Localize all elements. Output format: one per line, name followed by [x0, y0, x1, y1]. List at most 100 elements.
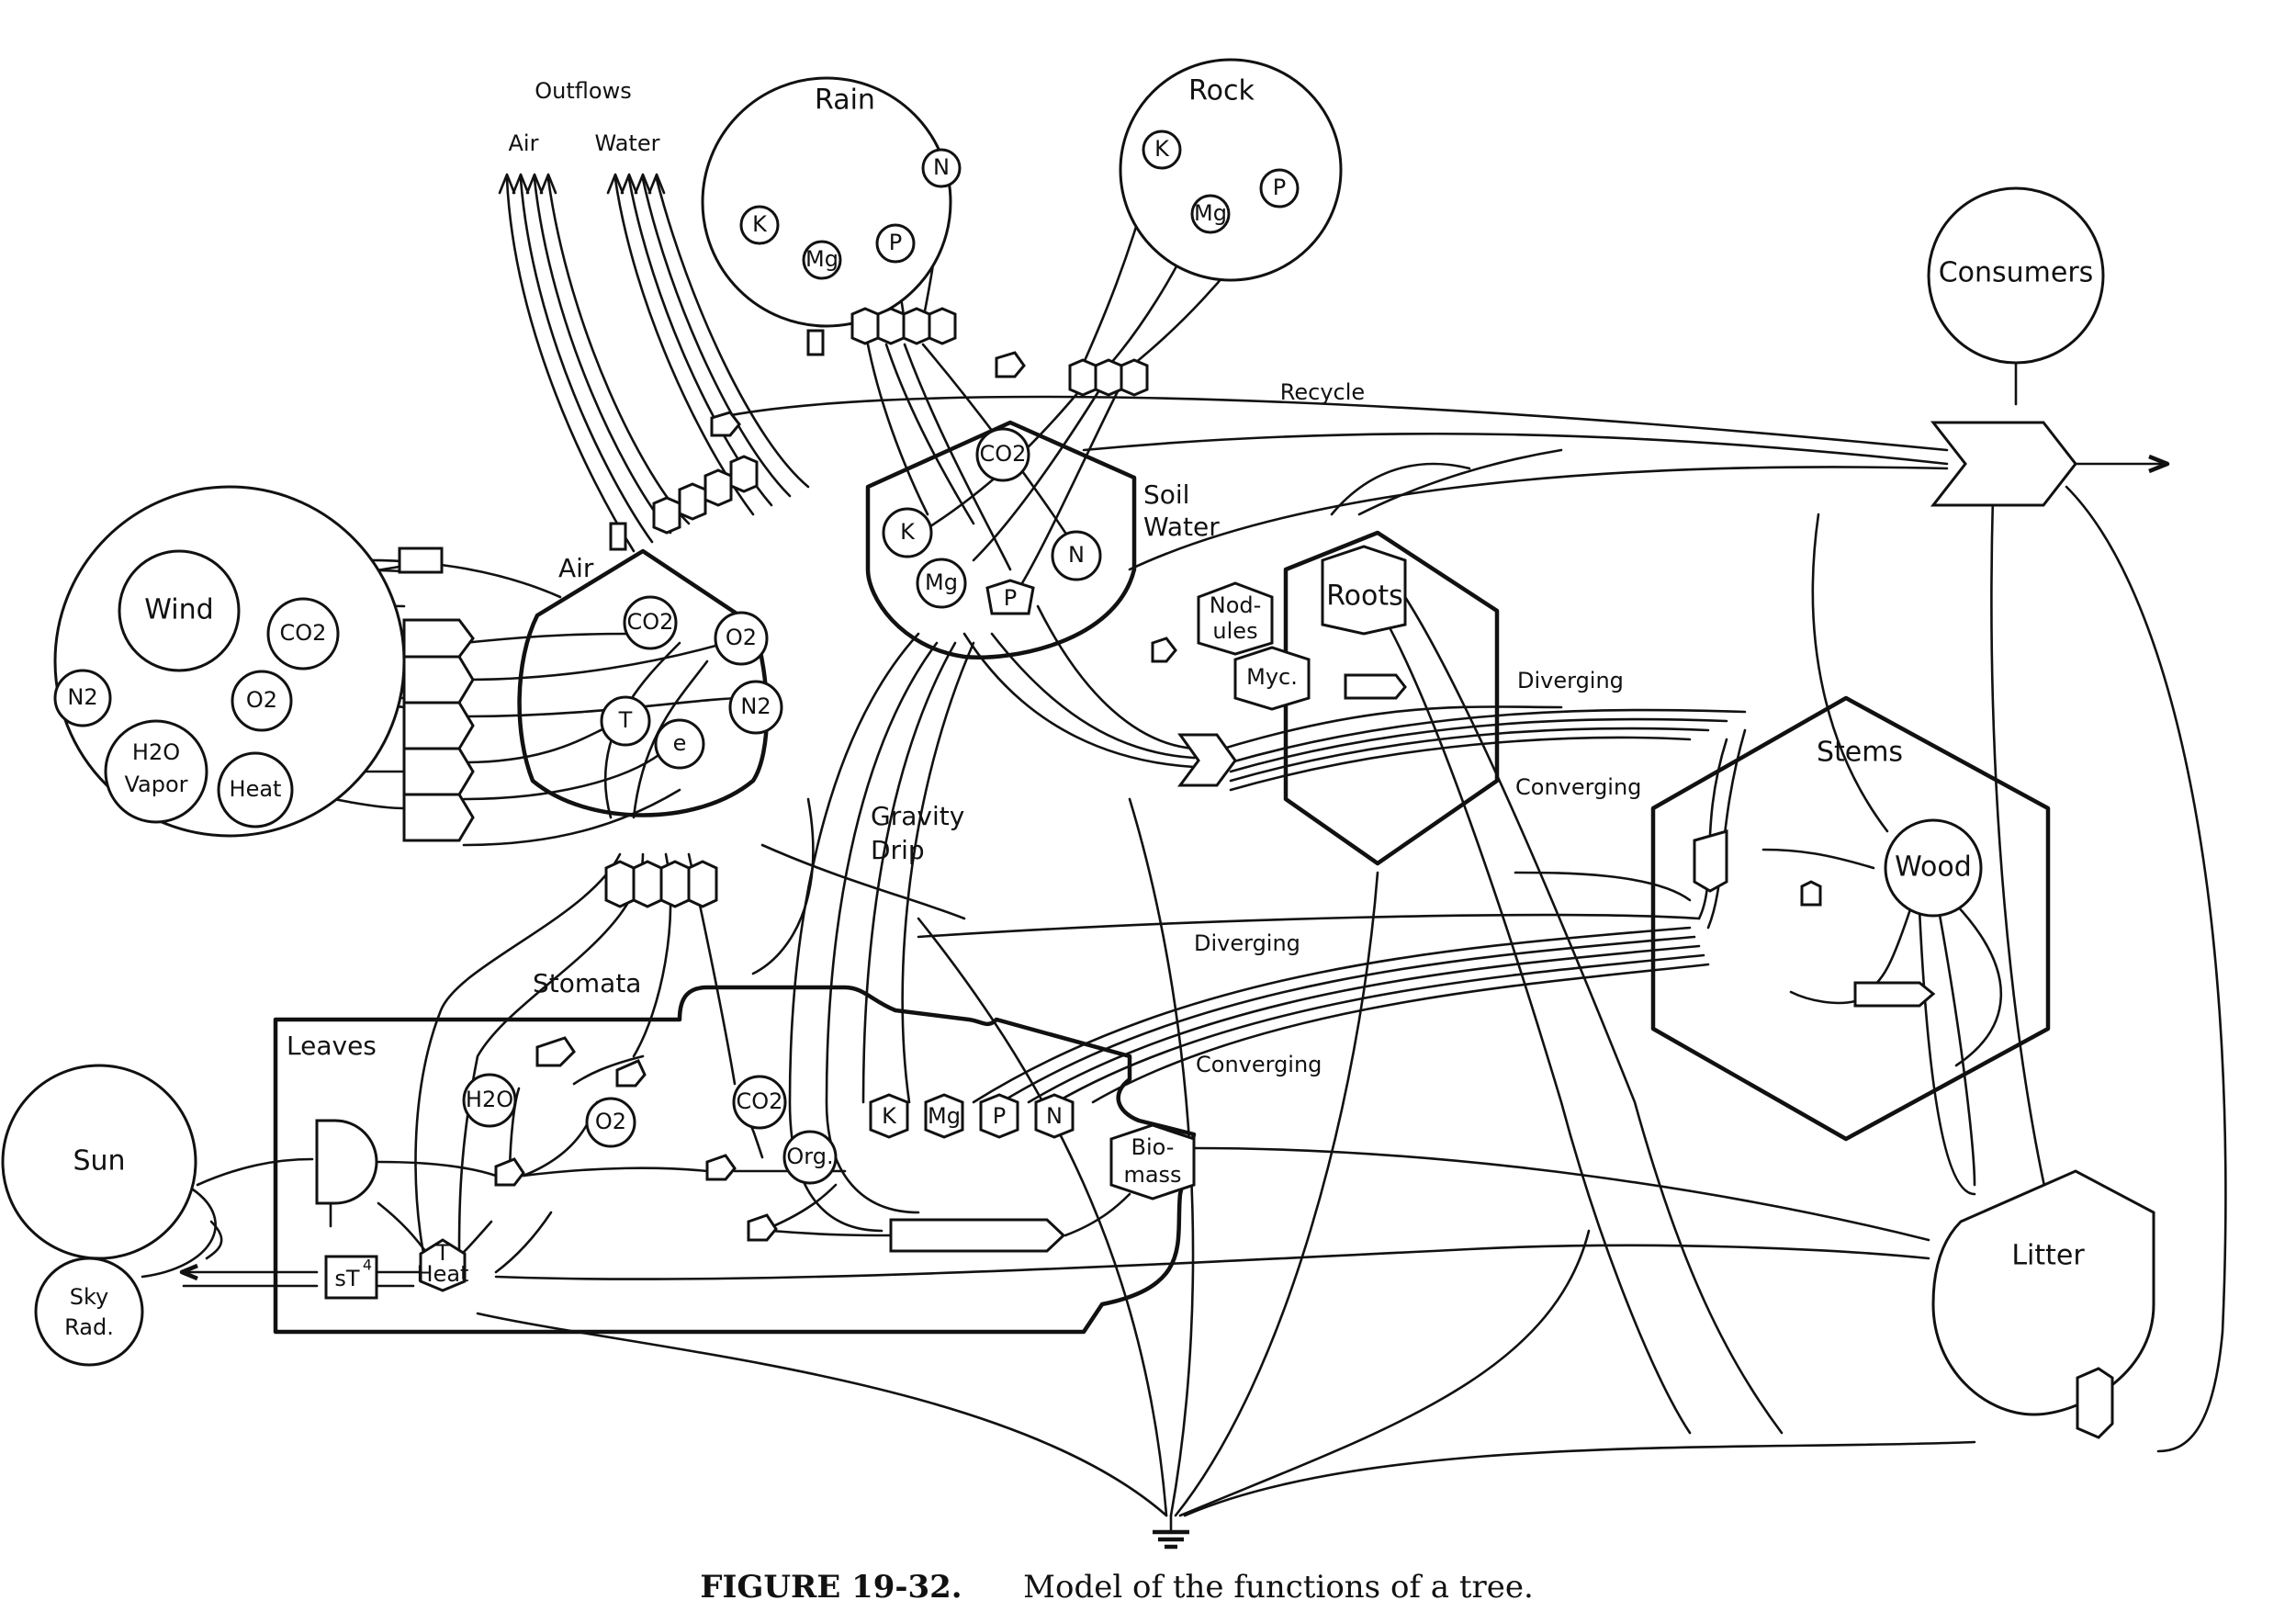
- rock-k-label: K: [1154, 136, 1170, 162]
- atm-gate-2: [402, 655, 475, 704]
- leaves-label: Leaves: [287, 1031, 377, 1061]
- rock-p-label: P: [1273, 175, 1286, 200]
- leaves-heat-t: T: [435, 1240, 450, 1266]
- atm-wind-gate: [398, 547, 444, 574]
- stomata-gates: [604, 860, 718, 908]
- atm-gate-4: [402, 747, 475, 796]
- leaves-heat-label: Heat: [417, 1261, 469, 1287]
- rain-k-label: K: [752, 211, 768, 237]
- outflows-water-label: Water: [595, 130, 660, 156]
- nodule-gate: [1151, 637, 1177, 663]
- gravity-label: Gravity: [871, 801, 964, 831]
- atm-co2-label: CO2: [280, 620, 327, 646]
- recycle-label: Recycle: [1280, 379, 1365, 405]
- st4-exponent: 4: [363, 1257, 372, 1274]
- leaves-mg-label: Mg: [928, 1103, 961, 1129]
- soil-co2-gate: [995, 351, 1026, 378]
- nodules-label-2: ules: [1212, 618, 1257, 644]
- nutrient-uptake-gate: [889, 1218, 1066, 1253]
- leaves-gate-1: [494, 1157, 525, 1187]
- consumers-label: Consumers: [1939, 257, 2094, 289]
- stems-gate-2: [1800, 880, 1822, 907]
- leaves-gate-5: [615, 1059, 647, 1088]
- rain-gate-2: [876, 307, 906, 345]
- air-outflow-gate-3: [703, 468, 733, 507]
- rock-gate-2: [1094, 358, 1123, 397]
- leaves-k-label: K: [882, 1103, 897, 1129]
- rain-n-label: N: [933, 154, 950, 180]
- wind-label: Wind: [144, 594, 213, 626]
- rain-label: Rain: [815, 85, 875, 117]
- air-outflow-gate-1: [652, 496, 681, 535]
- rain-source: Rain K Mg P N: [701, 76, 962, 328]
- soil-mg-label: Mg: [925, 569, 958, 595]
- air-co2-label: CO2: [627, 609, 674, 635]
- air-co2-circle: [623, 595, 678, 650]
- leaves-compartment: Leaves H2O O2 CO2 Org. K Mg P N Bio- mas…: [273, 985, 1197, 1335]
- soil-k-circle: [882, 507, 933, 558]
- rock-mg-label: Mg: [1194, 200, 1227, 226]
- rain-gates: [806, 307, 957, 356]
- roots-label: Roots: [1326, 580, 1403, 613]
- rock-circle: [1119, 58, 1343, 282]
- rain-mg-label: Mg: [805, 246, 838, 272]
- stomata-gate-2: [632, 860, 663, 908]
- biomass-label-2: mass: [1123, 1162, 1181, 1188]
- h2o-label: H2O: [132, 739, 180, 765]
- stomata-gate-1: [604, 860, 636, 908]
- leaves-mg-tank: [924, 1093, 964, 1139]
- soil-k-label: K: [900, 519, 916, 545]
- outflows-air-label: Air: [509, 130, 539, 156]
- stomata-gate-3: [659, 860, 691, 908]
- diverging-label-2: Diverging: [1194, 930, 1300, 956]
- atm-o2-label: O2: [246, 687, 277, 713]
- air-outflow-gate-2: [678, 482, 707, 521]
- leaves-org-circle: [782, 1130, 838, 1185]
- rock-p-circle: [1259, 168, 1300, 209]
- leaves-gate-4: [535, 1036, 576, 1067]
- litter-compartment: Litter: [1931, 1169, 2155, 1439]
- air-gate-box: [609, 522, 627, 551]
- leaves-p-label: P: [993, 1103, 1006, 1129]
- consumers-gate: [1930, 421, 2077, 507]
- consumers-circle: [1927, 186, 2105, 365]
- caption-figure-number: FIGURE 19-32.: [700, 1569, 962, 1606]
- soil-p-label: P: [1004, 585, 1017, 611]
- air-n2-circle: [728, 680, 783, 735]
- roots-tank: [1321, 545, 1407, 636]
- soil-p-box: [985, 579, 1035, 615]
- consumers-source: Consumers: [1927, 186, 2105, 507]
- rad-label: Rad.: [64, 1314, 114, 1340]
- rock-mg-circle: [1190, 194, 1231, 234]
- air-outflow-gates: [609, 411, 759, 551]
- leaves-heat-tank: [419, 1238, 467, 1292]
- leaves-gate-2: [705, 1154, 737, 1181]
- drip-label: Drip: [871, 835, 925, 865]
- stems-gate-1: [1693, 829, 1728, 893]
- myc-tank: [1233, 646, 1311, 711]
- rain-p-circle: [875, 223, 916, 264]
- rain-mg-circle: [802, 240, 842, 280]
- atm-o2-circle: [231, 670, 293, 732]
- air-e-label: e: [673, 730, 687, 756]
- atm-gate-5: [402, 793, 475, 842]
- soil-n-label: N: [1068, 542, 1085, 568]
- litter-decomposer-gate: [2076, 1367, 2114, 1439]
- rain-gate-3: [902, 307, 931, 345]
- rock-source: Rock K Mg P: [1119, 58, 1343, 282]
- leaves-k-tank: [869, 1093, 909, 1139]
- leaves-o2-circle: [585, 1097, 636, 1148]
- rock-k-circle: [1142, 130, 1182, 170]
- air-e-circle: [654, 718, 705, 770]
- leaves-h2o-circle: [462, 1073, 517, 1128]
- caption-text: Model of the functions of a tree.: [1023, 1569, 1534, 1606]
- stomata-gate-4: [687, 860, 718, 908]
- recycle-gate: [710, 411, 741, 437]
- roots-work-gate: [1344, 673, 1407, 700]
- atm-n2-label: N2: [67, 684, 97, 710]
- rain-gate-box: [806, 329, 825, 356]
- stems-hexagon: [1650, 695, 2051, 1142]
- rain-circle: [701, 76, 952, 328]
- leaves-boundary: [273, 985, 1197, 1335]
